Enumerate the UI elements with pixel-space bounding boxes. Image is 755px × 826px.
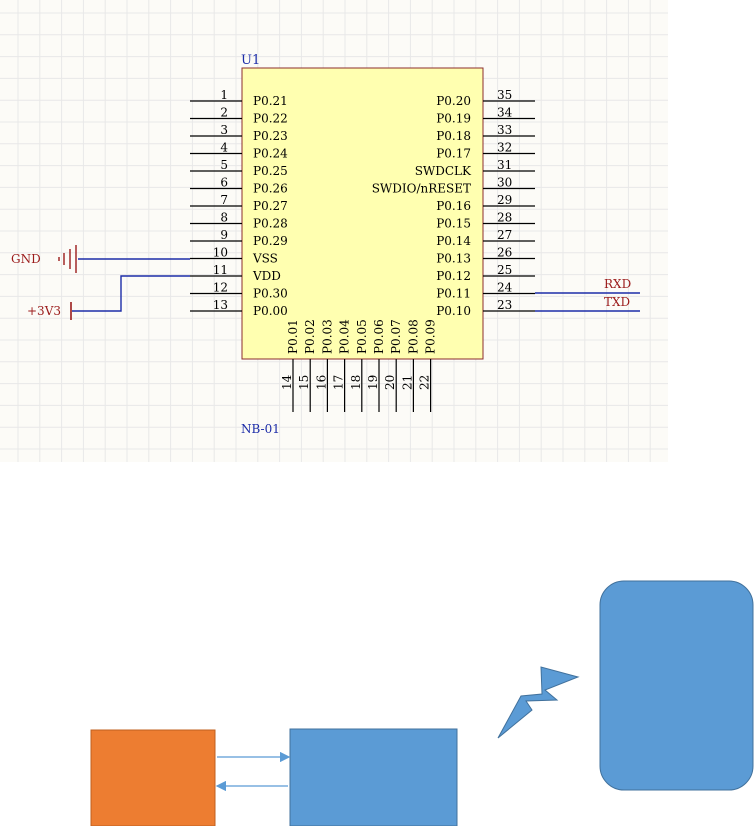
- pin-number: 32: [497, 141, 512, 155]
- pin-name: P0.27: [253, 199, 288, 213]
- pin-name: P0.30: [253, 287, 288, 301]
- pin-number: 35: [497, 88, 512, 102]
- pin-name: P0.13: [436, 252, 471, 266]
- pin-name: SWDIO/nRESET: [372, 182, 471, 196]
- pin-name: P0.21: [253, 94, 288, 108]
- pin-name: P0.12: [436, 269, 471, 283]
- power-wire: [72, 275, 190, 312]
- pin-name: P0.23: [253, 129, 288, 143]
- pin-number: 2: [220, 106, 228, 120]
- pin-number: 26: [497, 246, 512, 260]
- pin-name: P0.22: [253, 112, 288, 126]
- pin-name: P0.11: [436, 287, 471, 301]
- pin-number: 4: [220, 141, 228, 155]
- pin-number: 11: [213, 263, 228, 277]
- component-part-name: NB-01: [241, 422, 280, 436]
- pin-name: P0.00: [253, 304, 288, 318]
- mcu-block: [90, 729, 216, 826]
- chip-body: [241, 67, 484, 360]
- pin-name: P0.03: [320, 319, 334, 354]
- pin-number: 27: [497, 228, 512, 242]
- pin-number: 34: [497, 106, 513, 120]
- pin-number: 13: [213, 298, 228, 312]
- schematic-grid: [0, 0, 668, 462]
- pin-name: P0.01: [286, 319, 300, 354]
- right-pin-group: 35 P0.20 34 P0.19 33 P0.18 32 P0.17 31 SWDCLK 30 SW…: [372, 88, 535, 318]
- pin-number: 17: [332, 375, 346, 390]
- pin-number: 16: [314, 375, 328, 390]
- pin-number: 3: [220, 123, 228, 137]
- pin-number: 19: [366, 375, 380, 390]
- pin-number: 29: [497, 193, 512, 207]
- pin-name: P0.15: [436, 217, 471, 231]
- pin-name: VDD: [252, 269, 281, 283]
- nb-module-block: [289, 728, 458, 826]
- pin-name: P0.24: [253, 147, 288, 161]
- pin-number: 28: [497, 211, 512, 225]
- pin-name: P0.16: [436, 199, 471, 213]
- pin-number: 31: [497, 158, 512, 172]
- pin-number: 25: [497, 263, 512, 277]
- pin-name: P0.10: [436, 304, 471, 318]
- pin-name: P0.08: [406, 319, 420, 354]
- pin-number: 6: [220, 176, 228, 190]
- uart-nets: RXD TXD: [535, 277, 640, 312]
- pin-name: P0.09: [424, 319, 438, 354]
- pin-number: 30: [497, 176, 512, 190]
- pin-number: 10: [213, 246, 228, 260]
- pin-number: 23: [497, 298, 512, 312]
- pin-name: P0.05: [355, 319, 369, 354]
- pin-number: 21: [400, 375, 414, 390]
- pin-name: SWDCLK: [415, 164, 472, 178]
- pin-name: P0.29: [253, 234, 288, 248]
- gnd-net: GND: [11, 245, 190, 273]
- pin-name: P0.17: [436, 147, 471, 161]
- pin-name: P0.20: [436, 94, 471, 108]
- component-designator: U1: [241, 53, 260, 68]
- base-station-block: [599, 580, 754, 791]
- pin-number: 12: [213, 281, 228, 295]
- pin-number: 7: [220, 193, 228, 207]
- lightning-bolt-icon: [497, 666, 580, 739]
- power-label: +3V3: [27, 304, 61, 318]
- txd-label: TXD: [604, 295, 630, 309]
- pin-name: P0.25: [253, 164, 288, 178]
- pin-number: 14: [280, 374, 294, 390]
- pin-name: P0.02: [303, 319, 317, 354]
- pin-name: VSS: [252, 252, 278, 266]
- pin-number: 9: [220, 228, 228, 242]
- pin-name: P0.26: [253, 182, 288, 196]
- pin-name: P0.06: [372, 319, 386, 354]
- pin-number: 20: [383, 375, 397, 390]
- rxd-label: RXD: [604, 277, 631, 291]
- pin-number: 1: [220, 88, 228, 102]
- gnd-label: GND: [11, 252, 41, 266]
- pin-number: 22: [418, 375, 432, 390]
- pin-name: P0.04: [338, 319, 352, 354]
- pin-number: 15: [297, 375, 311, 390]
- pin-number: 33: [497, 123, 512, 137]
- pin-number: 8: [220, 211, 228, 225]
- power-net: +3V3: [27, 275, 190, 320]
- pin-number: 5: [220, 158, 228, 172]
- pin-name: P0.14: [436, 234, 471, 248]
- bottom-pin-group: 14 P0.01 15 P0.02 16 P0.03 17 P0.04 18 P0.05 19 P0.…: [280, 319, 438, 412]
- pin-number: 18: [349, 375, 363, 390]
- pin-name: P0.18: [436, 129, 471, 143]
- pin-name: P0.19: [436, 112, 471, 126]
- pin-number: 24: [497, 281, 513, 295]
- pin-name: P0.07: [389, 319, 403, 354]
- pin-name: P0.28: [253, 217, 288, 231]
